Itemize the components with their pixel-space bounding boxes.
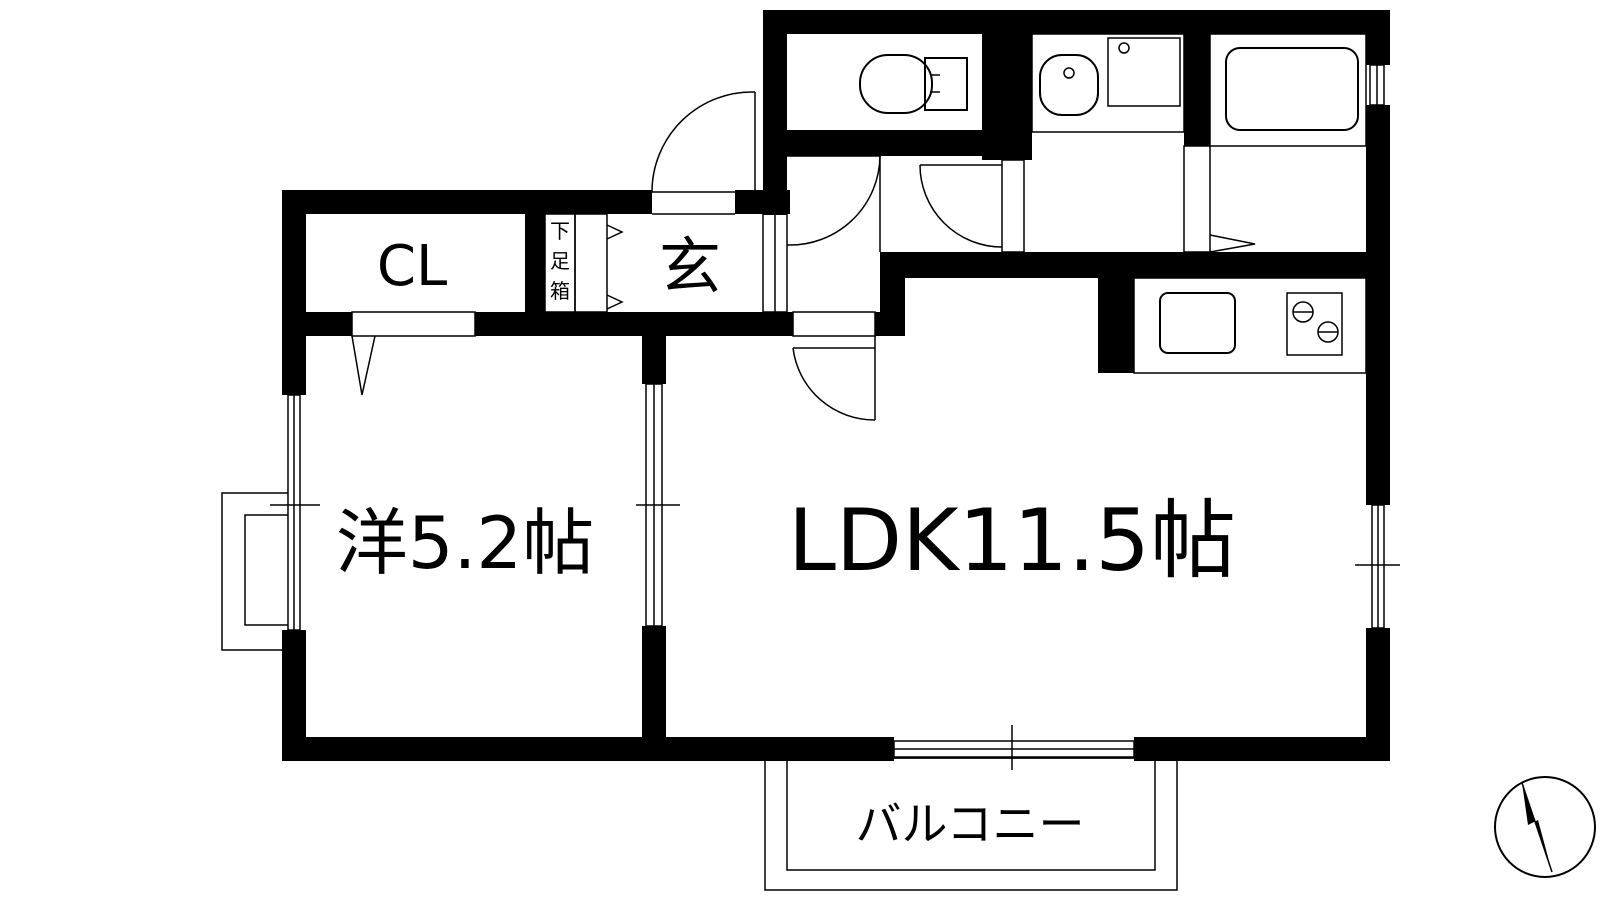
shoe-box [544,213,624,313]
windows [221,64,1400,770]
toilet-icon [859,54,968,114]
bathtub-icon [1209,33,1367,147]
western-room-label: 洋5.2帖 [336,501,595,585]
gas-stove-icon [1286,292,1343,356]
washbasin-icon [1031,33,1185,133]
ldk-label: LDK11.5帖 [788,491,1236,591]
doors [351,91,1256,421]
svg-text:足: 足 [550,249,570,273]
kitchen-sink-icon [1159,292,1236,354]
entrance-label: 玄 [659,230,721,303]
shoe-box-label: 下 足 箱 [550,219,570,303]
north-arrow-icon [1494,776,1596,878]
svg-text:下: 下 [550,219,570,243]
walls [282,10,1390,761]
balcony-label: バルコニー [855,797,1084,851]
svg-text:箱: 箱 [550,279,570,303]
closet-label: CL [377,234,447,299]
kitchen-counter [1133,277,1367,374]
balcony [764,757,1178,891]
